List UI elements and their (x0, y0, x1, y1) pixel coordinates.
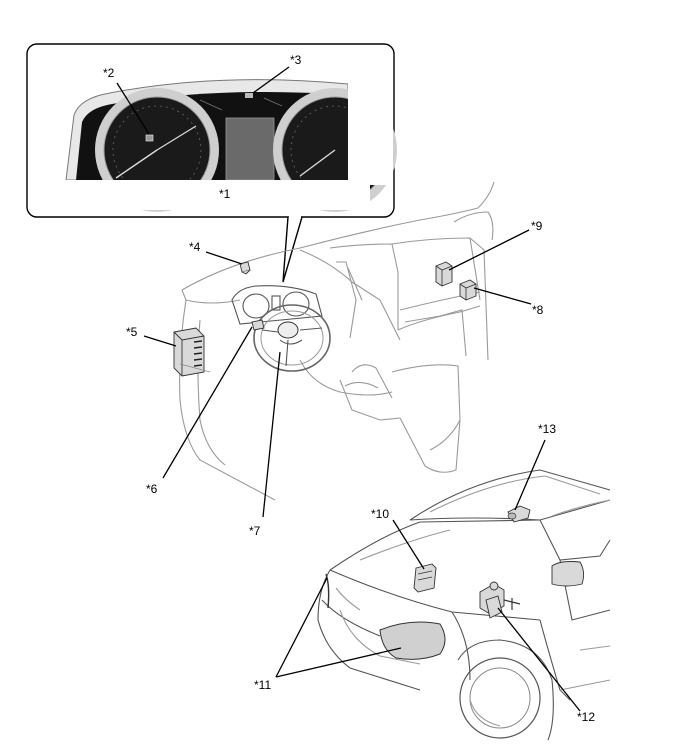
vehicle-outline (317, 469, 611, 741)
callout-labels: *1 *2 *3 *4 *5 *6 *7 *8 *9 *10 *11 *12 *… (103, 53, 595, 724)
callout-5: *5 (126, 325, 138, 339)
callout-10: *10 (371, 507, 389, 521)
cabin-outline (179, 181, 495, 501)
component-5 (173, 327, 211, 377)
instrument-cluster (231, 285, 323, 325)
component-13 (507, 505, 531, 523)
leader-lines (116, 66, 581, 712)
callout-6: *6 (146, 482, 158, 496)
center-display (225, 117, 275, 181)
callout-3: *3 (290, 53, 302, 67)
callout-7: *7 (249, 524, 261, 538)
indicator-lamp-3 (245, 93, 253, 98)
component-6 (251, 319, 265, 331)
callout-4: *4 (189, 240, 201, 254)
component-9 (435, 261, 453, 287)
steering-wheel (253, 304, 331, 372)
meter-inset (26, 43, 397, 283)
component-10 (413, 563, 437, 593)
indicator-lamp-2 (145, 134, 154, 142)
component-8 (459, 279, 477, 301)
callout-1: *1 (219, 187, 231, 201)
callout-9: *9 (531, 219, 543, 233)
callout-12: *12 (577, 710, 595, 724)
callout-2: *2 (103, 66, 115, 80)
callout-13: *13 (538, 422, 556, 436)
headlamp (379, 621, 446, 660)
component-12 (479, 581, 521, 619)
callout-11: *11 (254, 678, 271, 692)
component-4 (239, 261, 251, 275)
callout-8: *8 (532, 303, 544, 317)
